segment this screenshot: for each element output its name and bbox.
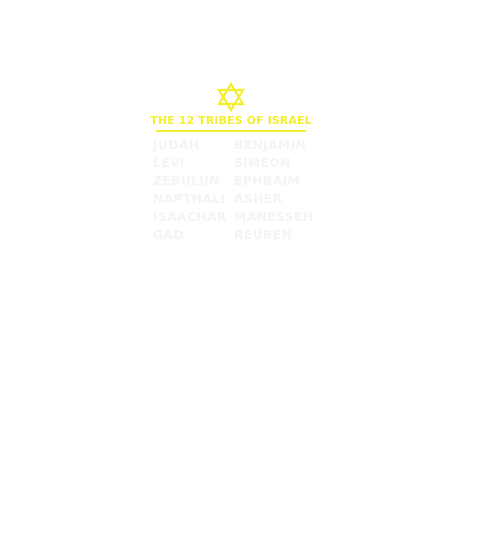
tribe-name: REUBEN	[234, 227, 293, 242]
star-of-david-icon	[217, 82, 245, 112]
tribe-name: MANESSEH	[234, 209, 314, 224]
tribe-name: ASHER	[234, 191, 283, 206]
tribes-design: THE 12 TRIBES OF ISRAEL JUDAH LEVI ZEBUL…	[150, 78, 314, 258]
tribe-name: ZEBULUN	[153, 173, 220, 188]
tribe-name: NAPTHALI	[153, 191, 226, 206]
tribe-name: ISAACHAR	[153, 209, 227, 224]
tribe-name: GAD	[153, 227, 184, 242]
tribe-name: EPHRAIM	[234, 173, 300, 188]
tribe-name: SIMEON	[234, 155, 291, 170]
tribe-name: BENJAMIN	[234, 137, 307, 152]
tribe-name: LEVI	[153, 155, 185, 170]
tribe-name: JUDAH	[153, 137, 200, 152]
title-underline	[156, 130, 306, 132]
design-title: THE 12 TRIBES OF ISRAEL	[150, 114, 312, 127]
